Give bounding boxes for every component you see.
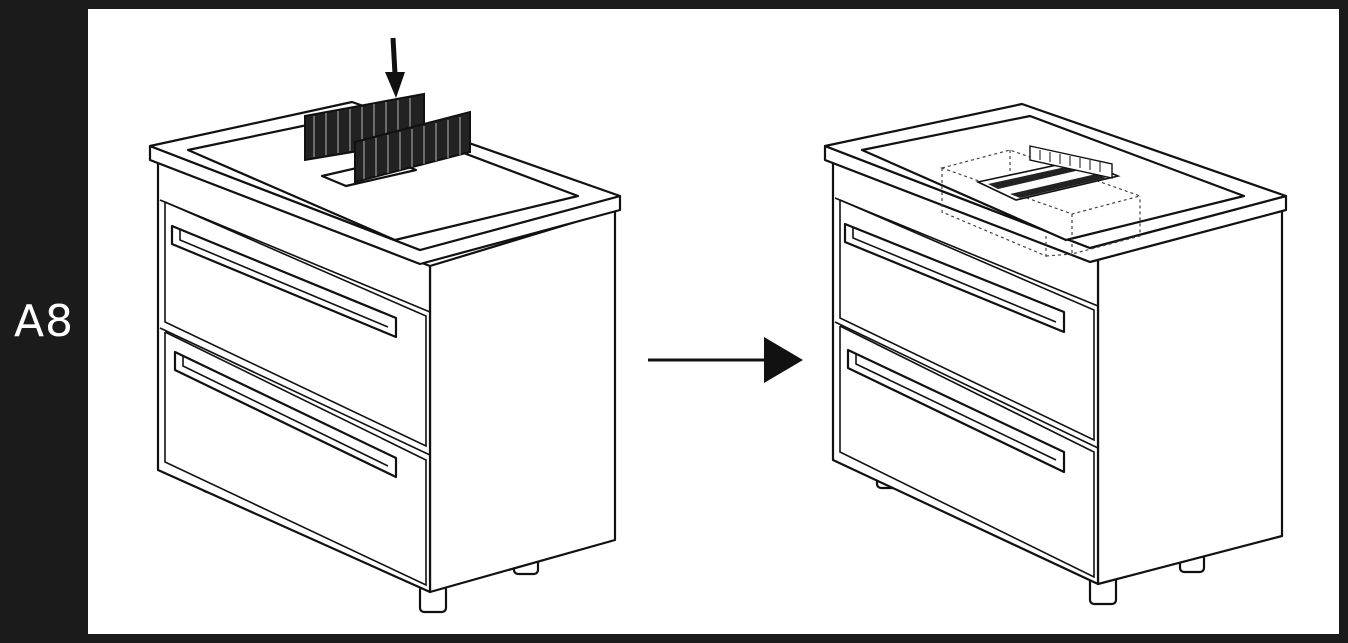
drawer-handle [843,222,1066,334]
drawer-lower [839,325,1095,579]
drawer-handle [170,224,398,339]
drawer-seam [159,327,431,456]
drain-filter [304,92,471,184]
drawer-upper [164,201,427,448]
drawer-lower [164,331,427,587]
cabinet-side [1096,204,1284,586]
cabinet-before [148,37,622,614]
right-arrow-icon [648,337,803,383]
drain-housing-hidden [939,149,1143,257]
drawer-upper [839,199,1095,442]
cabinet-side [428,208,617,594]
step-label: A8 [13,296,75,347]
drawer-seam [834,321,1099,449]
cabinet-after [823,102,1288,606]
insert-down-arrow-icon [385,37,405,98]
drain-filter-installed [975,145,1121,201]
step-sidebar: A8 [0,0,88,643]
drawer-handle [173,350,398,479]
drawer-handle [846,348,1066,474]
